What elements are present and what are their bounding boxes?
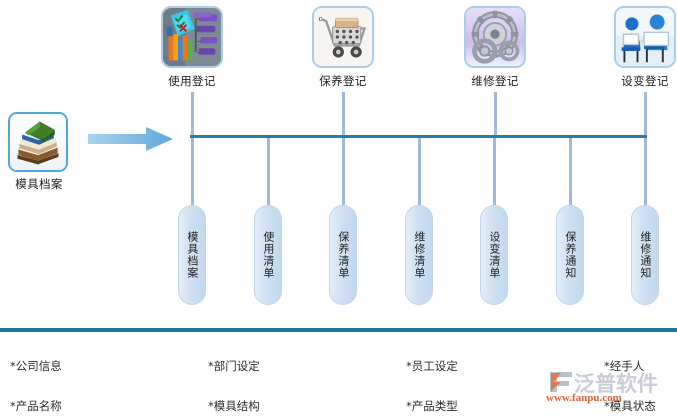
connector-down-6: [569, 138, 572, 205]
connector-up-4: [644, 92, 647, 135]
checklist-chart-icon: [161, 6, 223, 68]
connector-down-4: [418, 138, 421, 205]
pill-label: 维修通知: [638, 231, 652, 279]
watermark-logo-icon: [548, 370, 574, 394]
pill-label: 使用清单: [261, 231, 275, 279]
pill-label: 维修清单: [412, 231, 426, 279]
pill-node-6[interactable]: 保养通知: [556, 205, 584, 305]
connector-down-5: [493, 138, 496, 205]
bottom-field-3[interactable]: *员工设定: [406, 359, 458, 373]
bottom-field-8[interactable]: *模具状态: [604, 399, 656, 413]
pill-node-4[interactable]: 维修清单: [405, 205, 433, 305]
bottom-field-1[interactable]: *公司信息: [10, 359, 62, 373]
bottom-field-5[interactable]: *产品名称: [10, 399, 62, 413]
bottom-field-6[interactable]: *模具结构: [208, 399, 260, 413]
connector-down-2: [267, 138, 270, 205]
books-icon: [8, 112, 68, 172]
pill-node-3[interactable]: 保养清单: [329, 205, 357, 305]
register-node-2[interactable]: c 保养登记: [300, 6, 386, 89]
shopping-cart-icon: c: [312, 6, 374, 68]
pill-label: 保养清单: [336, 231, 350, 279]
pill-node-5[interactable]: 设变清单: [480, 205, 508, 305]
flow-arrow-icon: [88, 126, 174, 152]
register-node-label: 设变登记: [621, 74, 669, 88]
connector-up-3: [494, 92, 497, 135]
bottom-field-7[interactable]: *产品类型: [406, 399, 458, 413]
connector-down-7: [644, 138, 647, 205]
connector-down-3: [342, 138, 345, 205]
bottom-field-4[interactable]: *经手人: [604, 359, 645, 373]
register-node-label: 保养登记: [319, 74, 367, 88]
horizontal-bus-line: [190, 135, 647, 138]
register-node-3[interactable]: 维修登记: [452, 6, 538, 89]
register-node-label: 维修登记: [471, 74, 519, 88]
pill-node-7[interactable]: 维修通知: [631, 205, 659, 305]
pill-label: 设变清单: [487, 231, 501, 279]
people-meeting-icon: [614, 6, 676, 68]
register-node-4[interactable]: 设变登记: [602, 6, 677, 89]
register-node-label: 使用登记: [168, 74, 216, 88]
gears-icon: [464, 6, 526, 68]
pill-label: 模具档案: [185, 231, 199, 279]
connector-up-1: [191, 92, 194, 135]
pill-label: 保养通知: [563, 231, 577, 279]
source-node-label: 模具档案: [15, 177, 63, 191]
bottom-field-2[interactable]: *部门设定: [208, 359, 260, 373]
section-divider: [0, 328, 677, 332]
connector-down-1: [191, 138, 194, 205]
svg-text:c: c: [319, 14, 323, 23]
pill-node-1[interactable]: 模具档案: [178, 205, 206, 305]
source-node-mold-archive[interactable]: 模具档案: [8, 112, 70, 192]
pill-node-2[interactable]: 使用清单: [254, 205, 282, 305]
connector-up-2: [342, 92, 345, 135]
register-node-1[interactable]: 使用登记: [149, 6, 235, 89]
